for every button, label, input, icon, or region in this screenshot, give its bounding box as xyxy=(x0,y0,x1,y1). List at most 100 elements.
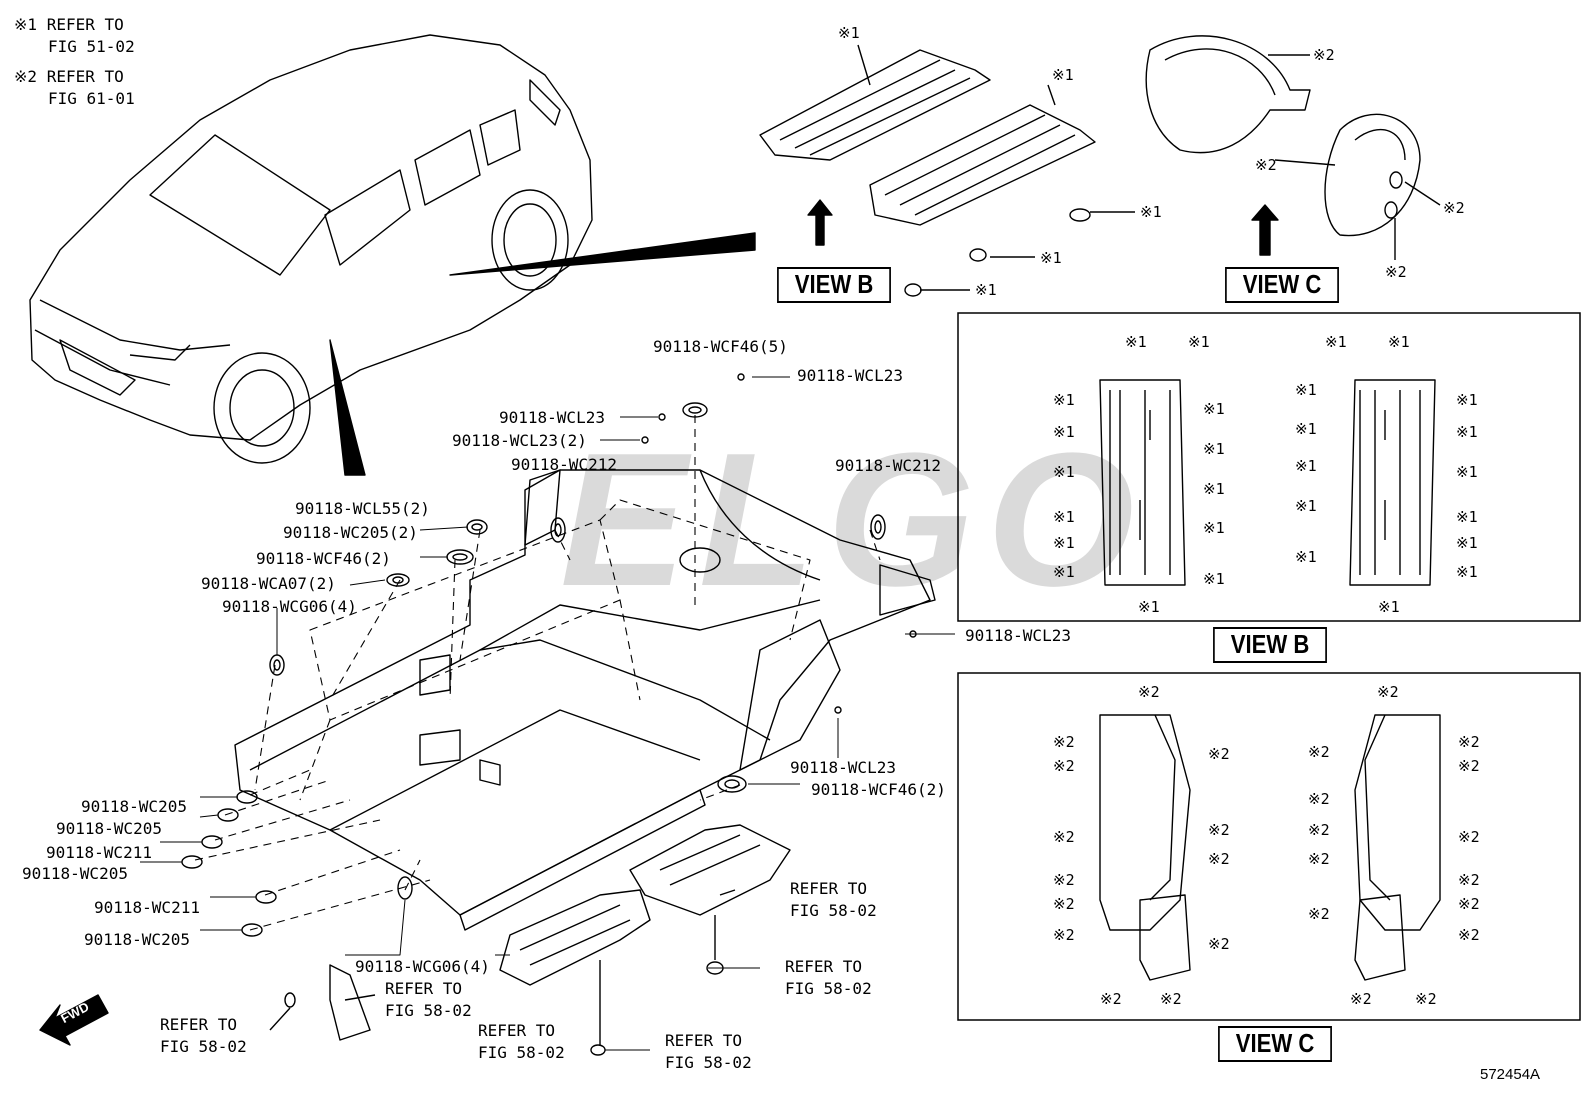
view-c-detail xyxy=(1099,714,1441,981)
vb-mark: ※1 xyxy=(1053,508,1075,526)
vb-mark: ※1 xyxy=(1203,480,1225,498)
vc-mark: ※2 xyxy=(1458,871,1480,889)
vc-mark: ※2 xyxy=(1053,828,1075,846)
refer-note: FIG 58-02 xyxy=(665,1053,752,1072)
vc-mark: ※2 xyxy=(1208,935,1230,953)
vb-mark: ※1 xyxy=(1053,423,1075,441)
part-label: 90118-WC212 xyxy=(511,455,617,474)
vb-mark: ※1 xyxy=(1295,457,1317,475)
vb-mark: ※1 xyxy=(1456,563,1478,581)
vb-mark: ※1 xyxy=(1325,333,1347,351)
vc-mark: ※2 xyxy=(1208,821,1230,839)
vc-mark: ※2 xyxy=(1308,905,1330,923)
part-label: 90118-WC205 xyxy=(84,930,190,949)
note-2-ref: FIG 61-01 xyxy=(48,89,135,108)
refer-note: REFER TO xyxy=(790,879,868,898)
vb-mark: ※1 xyxy=(1456,463,1478,481)
vb-mark: ※1 xyxy=(1053,463,1075,481)
part-label: 90118-WCL23 xyxy=(790,758,896,777)
vb-mark: ※1 xyxy=(1295,497,1317,515)
mark-1-clip3: ※1 xyxy=(975,281,997,299)
view-b-title: VIEW B xyxy=(1213,627,1327,663)
mark-1-clip2: ※1 xyxy=(1040,249,1062,267)
part-label: 90118-WCL55(2) xyxy=(295,499,430,518)
refer-note: REFER TO xyxy=(785,957,863,976)
vc-mark: ※2 xyxy=(1308,850,1330,868)
vb-mark: ※1 xyxy=(1388,333,1410,351)
vb-mark: ※1 xyxy=(1053,391,1075,409)
vb-mark: ※1 xyxy=(1456,534,1478,552)
view-c-title: VIEW C xyxy=(1218,1026,1332,1062)
part-label: 90118-WCL23(2) xyxy=(452,431,587,450)
part-label: 90118-WCG06(4) xyxy=(222,597,357,616)
refer-note: FIG 58-02 xyxy=(160,1037,247,1056)
vc-mark: ※2 xyxy=(1208,850,1230,868)
vb-mark: ※1 xyxy=(1203,519,1225,537)
vc-mark: ※2 xyxy=(1053,895,1075,913)
vb-mark: ※1 xyxy=(1188,333,1210,351)
refer-note: FIG 58-02 xyxy=(478,1043,565,1062)
vb-mark: ※1 xyxy=(1125,333,1147,351)
mark-1-top: ※1 xyxy=(838,24,860,42)
vc-mark: ※2 xyxy=(1458,733,1480,751)
vc-mark: ※2 xyxy=(1100,990,1122,1008)
part-label: 90118-WC211 xyxy=(94,898,200,917)
vb-mark: ※1 xyxy=(1203,440,1225,458)
vb-mark: ※1 xyxy=(1053,534,1075,552)
refer-note: REFER TO xyxy=(160,1015,238,1034)
vc-mark: ※2 xyxy=(1458,895,1480,913)
part-leaders xyxy=(140,376,955,1051)
view-b-detail xyxy=(1099,379,1436,586)
vb-mark: ※1 xyxy=(1456,423,1478,441)
mark-2-liner2: ※2 xyxy=(1255,156,1277,174)
mark-2-liner1: ※2 xyxy=(1313,46,1335,64)
vehicle-outline xyxy=(29,34,593,464)
vb-mark: ※1 xyxy=(1295,548,1317,566)
part-label: 90118-WCF46(5) xyxy=(653,337,788,356)
vb-mark: ※1 xyxy=(1203,570,1225,588)
vc-mark: ※2 xyxy=(1377,683,1399,701)
fastener-symbols xyxy=(181,373,917,937)
view-b-panel xyxy=(957,312,1581,622)
vb-mark: ※1 xyxy=(1138,598,1160,616)
part-label: 90118-WCA07(2) xyxy=(201,574,336,593)
part-label: 90118-WCF46(2) xyxy=(811,780,946,799)
leader-lines xyxy=(194,415,881,931)
refer-note: REFER TO xyxy=(385,979,463,998)
vb-mark: ※1 xyxy=(1456,508,1478,526)
view-c-liners xyxy=(1145,35,1441,260)
part-label: 90118-WCL23 xyxy=(965,626,1071,645)
note-1: ※1 REFER TO xyxy=(14,15,124,34)
part-label: 90118-WC205 xyxy=(56,819,162,838)
mark-1-right: ※1 xyxy=(1052,66,1074,84)
refer-note: FIG 58-02 xyxy=(785,979,872,998)
floor-assembly xyxy=(234,469,936,931)
vc-mark: ※2 xyxy=(1458,757,1480,775)
watermark: ELGO xyxy=(560,414,1147,626)
vc-mark: ※2 xyxy=(1415,990,1437,1008)
vb-mark: ※1 xyxy=(1295,420,1317,438)
vc-mark: ※2 xyxy=(1308,790,1330,808)
vc-mark: ※2 xyxy=(1308,821,1330,839)
view-b-undercovers xyxy=(759,44,1135,297)
vb-mark: ※1 xyxy=(1203,400,1225,418)
view-c-panel xyxy=(957,672,1581,1021)
part-label: 90118-WC212 xyxy=(835,456,941,475)
vc-mark: ※2 xyxy=(1053,871,1075,889)
note-1-ref: FIG 51-02 xyxy=(48,37,135,56)
refer-note: REFER TO xyxy=(665,1031,743,1050)
vc-mark: ※2 xyxy=(1458,828,1480,846)
part-label: 90118-WCF46(2) xyxy=(256,549,391,568)
vc-mark: ※2 xyxy=(1308,743,1330,761)
vc-mark: ※2 xyxy=(1053,733,1075,751)
refer-note: FIG 58-02 xyxy=(790,901,877,920)
view-c-title-top: VIEW C xyxy=(1225,267,1339,303)
vb-mark: ※1 xyxy=(1053,563,1075,581)
refer-note: FIG 58-02 xyxy=(385,1001,472,1020)
vb-mark: ※1 xyxy=(1295,381,1317,399)
note-2: ※2 REFER TO xyxy=(14,67,124,86)
vc-mark: ※2 xyxy=(1350,990,1372,1008)
vc-mark: ※2 xyxy=(1458,926,1480,944)
